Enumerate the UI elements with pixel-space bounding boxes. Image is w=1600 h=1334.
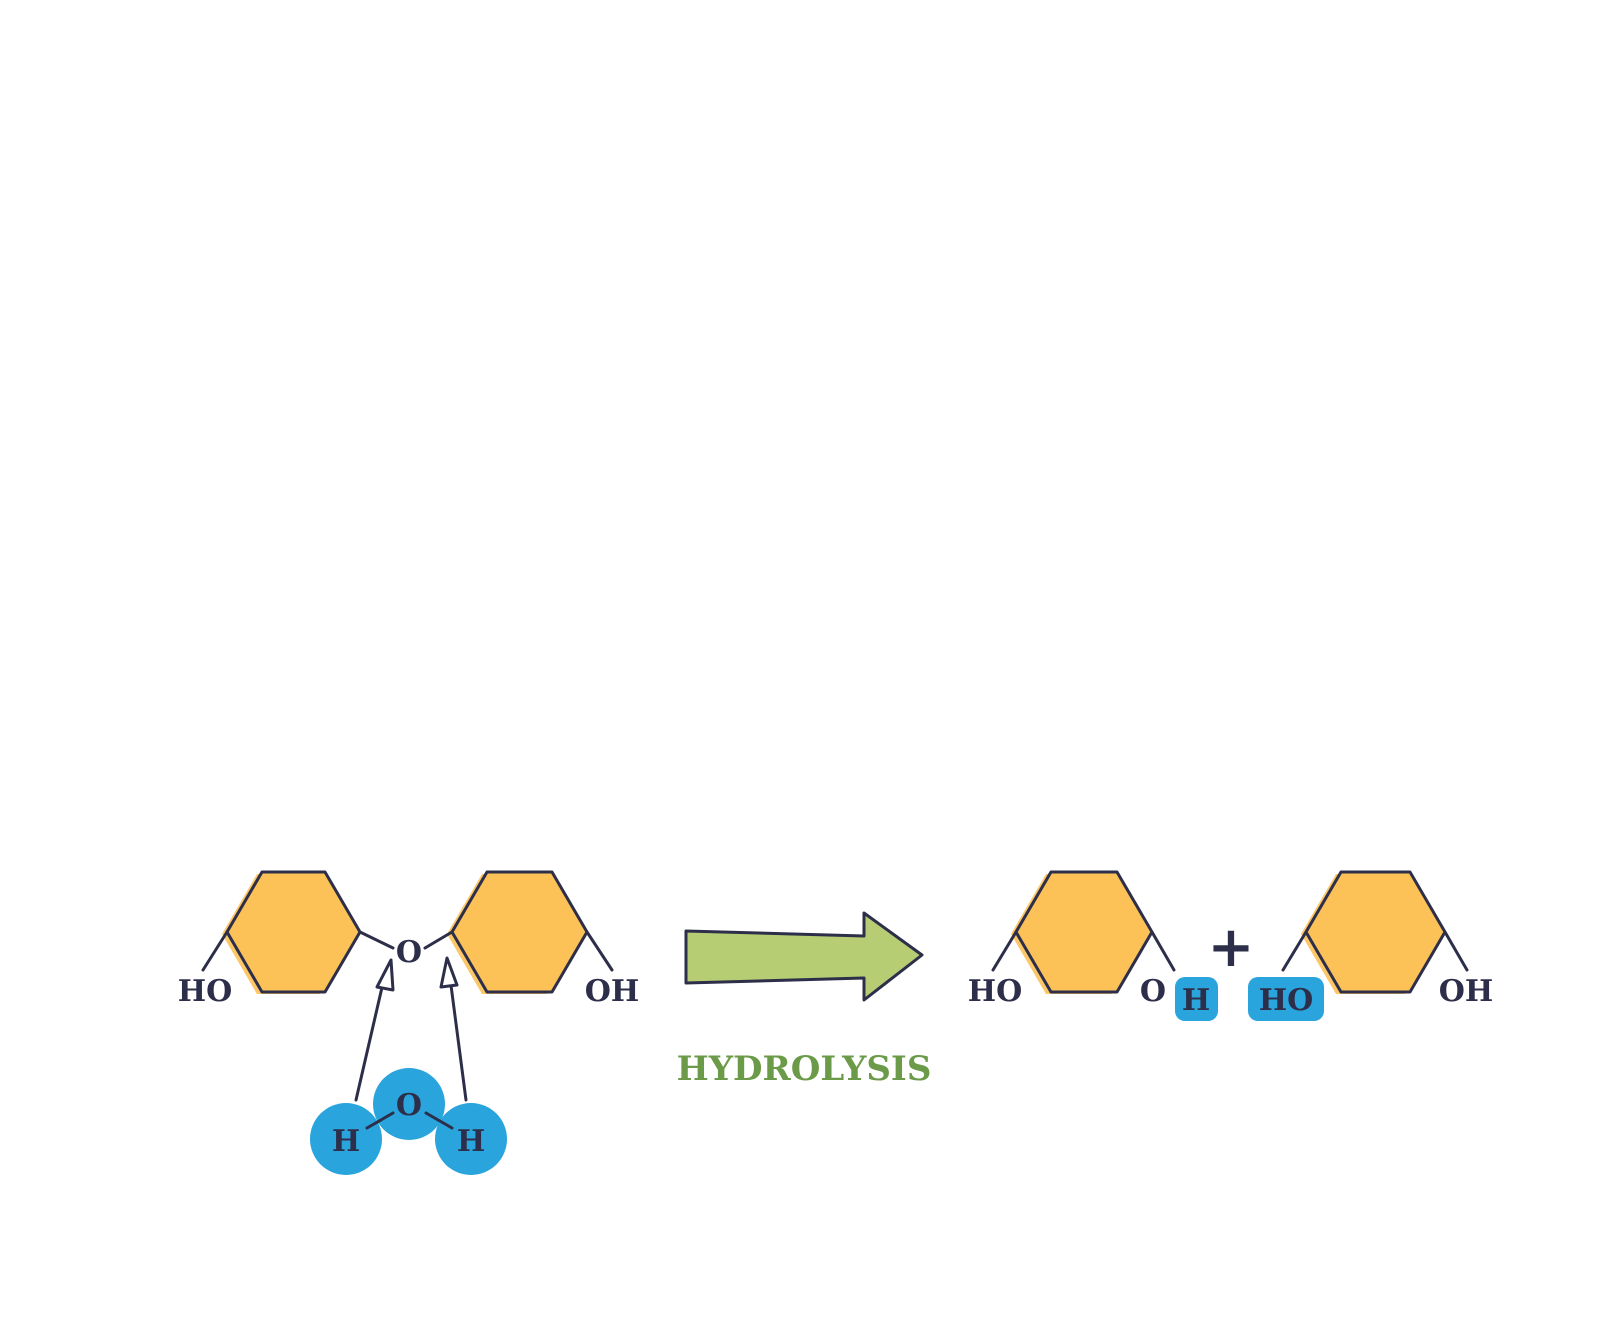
product-molecule-2: HO OH bbox=[1248, 870, 1493, 1021]
product-1-left-group-label: HO bbox=[968, 974, 1022, 1009]
plus-sign: + bbox=[1208, 914, 1255, 980]
water-hydrogen-right-atom bbox=[435, 1103, 507, 1175]
bond-line bbox=[1281, 930, 1308, 972]
water-hydrogen-left-label: H bbox=[332, 1124, 360, 1159]
bond-line bbox=[424, 1111, 454, 1130]
product-2-ring bbox=[1301, 870, 1447, 994]
water-oxygen-label: O bbox=[396, 1088, 422, 1123]
bond-line bbox=[585, 930, 614, 972]
water-oxygen-atom bbox=[373, 1068, 445, 1140]
added-hydroxyl-highlight bbox=[1248, 977, 1324, 1021]
reaction-label: HYDROLYSIS bbox=[677, 1049, 932, 1089]
added-hydrogen-highlight bbox=[1175, 977, 1218, 1021]
product-molecule-1: HO O H bbox=[968, 870, 1218, 1021]
bond-line bbox=[1150, 930, 1176, 972]
water-hydrogen-left-atom bbox=[310, 1103, 382, 1175]
product-1-ring bbox=[1011, 870, 1154, 994]
reactant-bridge-oxygen-label: O bbox=[396, 935, 422, 970]
reactant-left-group-label: HO bbox=[178, 974, 232, 1009]
reactant-right-group-label: OH bbox=[585, 974, 639, 1009]
product-1-oxygen-label: O bbox=[1140, 974, 1166, 1009]
bond-line bbox=[201, 930, 229, 972]
reactant-ring-right bbox=[447, 870, 589, 994]
reactant-ring-left bbox=[222, 870, 362, 994]
product-2-added-group-label: HO bbox=[1259, 983, 1313, 1018]
bond-line bbox=[358, 930, 395, 950]
bond-line bbox=[1443, 930, 1469, 972]
product-2-right-group-label: OH bbox=[1439, 974, 1493, 1009]
water-molecule: O H H bbox=[310, 1068, 507, 1175]
bond-line bbox=[423, 930, 454, 950]
reactant-molecule: HO O OH bbox=[178, 870, 639, 1009]
product-1-added-hydrogen-label: H bbox=[1182, 983, 1210, 1018]
attack-arrow-right bbox=[439, 956, 468, 1102]
attack-arrow-left bbox=[354, 958, 395, 1102]
bond-line bbox=[365, 1111, 395, 1130]
bond-line bbox=[991, 930, 1018, 972]
reaction-arrow bbox=[684, 911, 924, 1002]
water-hydrogen-right-label: H bbox=[457, 1124, 485, 1159]
